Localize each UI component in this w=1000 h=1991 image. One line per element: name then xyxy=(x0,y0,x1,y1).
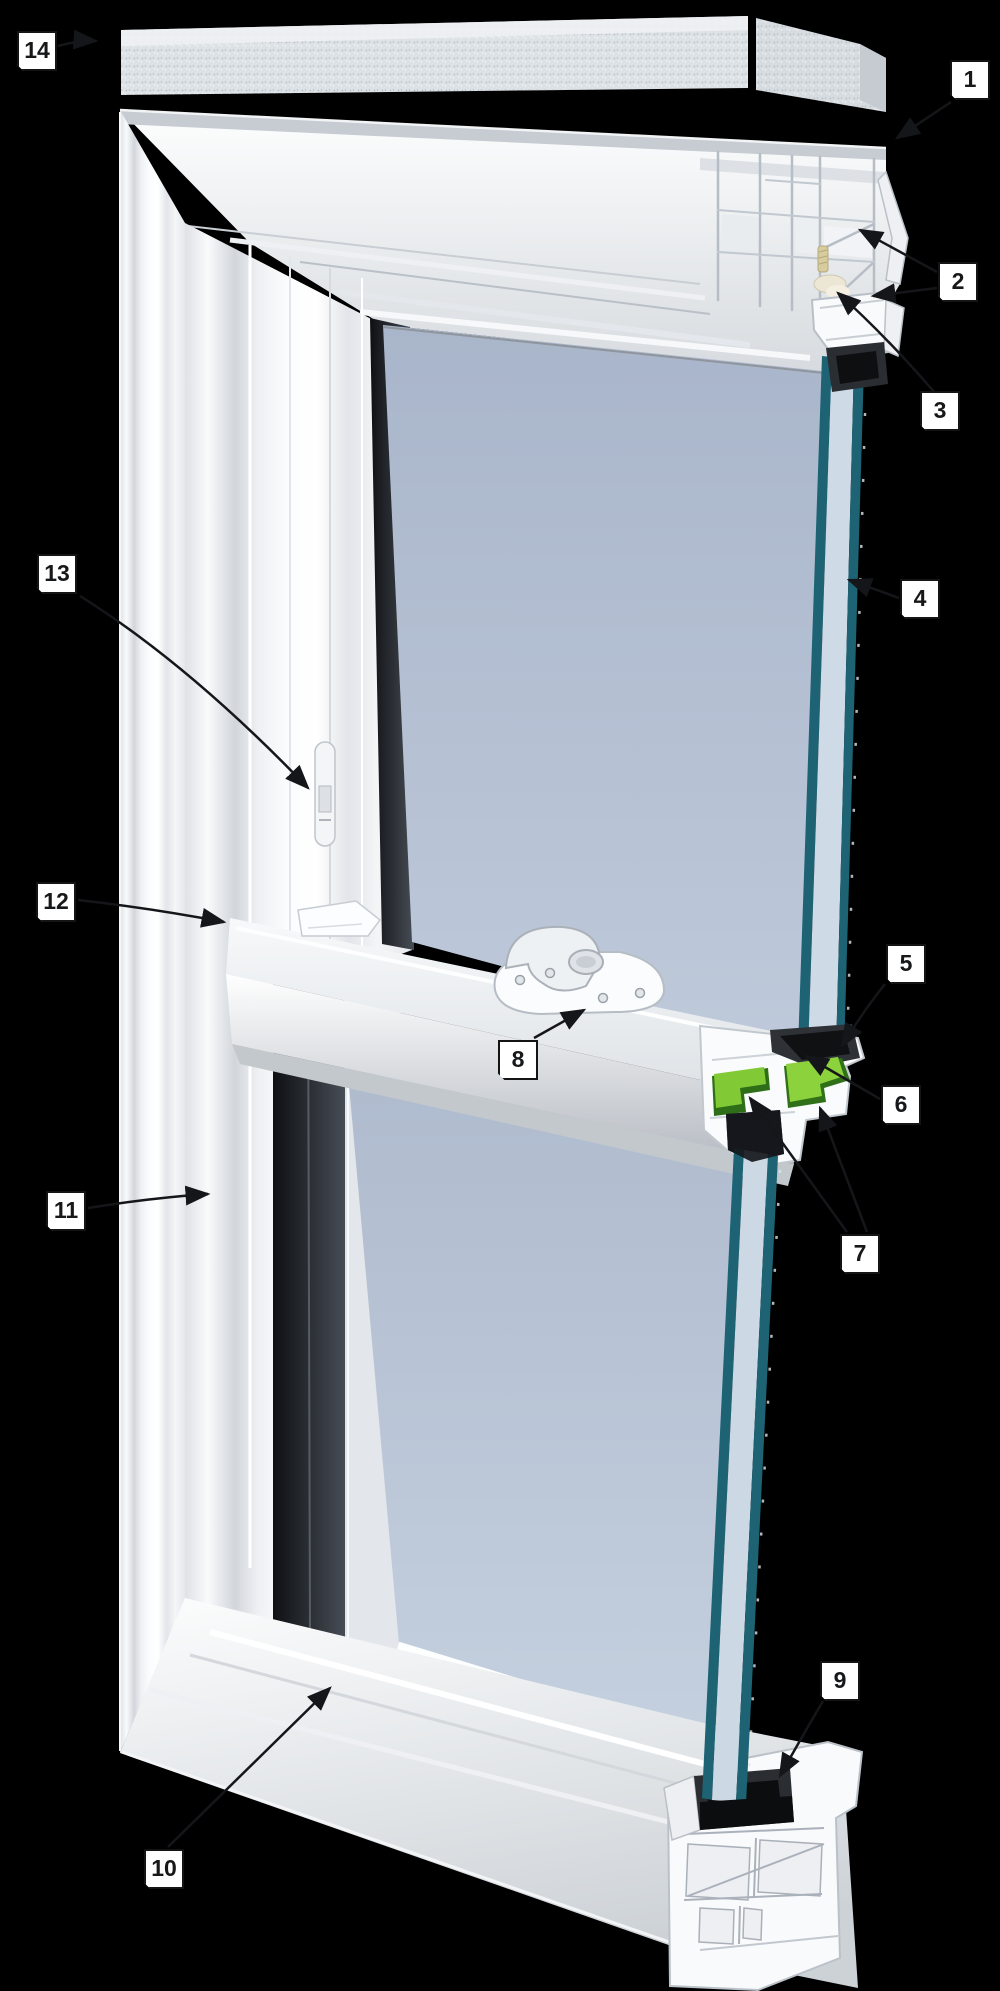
meeting-rail xyxy=(226,900,866,1186)
head-frame xyxy=(119,108,909,372)
sash-lock xyxy=(493,925,666,1016)
head-glazing-gasket xyxy=(826,298,905,392)
callout-3-arrow xyxy=(836,291,937,395)
callout-13-arrow xyxy=(79,594,310,790)
tilt-latch xyxy=(314,741,336,847)
callout-3: 3 xyxy=(920,391,960,431)
callout-leader-lines xyxy=(57,29,952,1848)
callout-5-arrow xyxy=(840,983,886,1049)
lower-sash-glass xyxy=(345,1040,742,1796)
callout-10: 10 xyxy=(144,1849,184,1889)
head-multichamber-cross-section xyxy=(700,150,909,330)
frame-left-jamb xyxy=(119,110,412,1753)
callout-13: 13 xyxy=(37,554,77,594)
sill-ridge xyxy=(209,1629,736,1775)
upper-sash-glass xyxy=(382,325,832,1048)
callout-14-arrow xyxy=(57,29,99,50)
callout-7-arrow-b xyxy=(818,1105,869,1233)
callout-11: 11 xyxy=(46,1191,86,1231)
callout-10-arrow xyxy=(167,1686,332,1848)
lower-insulated-glass-edges xyxy=(702,1148,782,1804)
callout-2: 2 xyxy=(938,262,978,302)
callout-14: 14 xyxy=(17,31,57,71)
callout-9-arrow xyxy=(778,1700,825,1779)
callout-4: 4 xyxy=(900,579,940,619)
head-screw xyxy=(817,245,829,273)
upper-insulated-glass-edges xyxy=(798,356,868,1054)
callout-2-arrow-a xyxy=(857,228,938,274)
callout-4-arrow xyxy=(846,578,900,600)
callout-6: 6 xyxy=(881,1085,921,1125)
callout-8-arrow xyxy=(533,1008,587,1040)
callout-7: 7 xyxy=(840,1234,880,1274)
callout-5: 5 xyxy=(886,944,926,984)
head-top-plate xyxy=(120,110,886,160)
callout-9: 9 xyxy=(820,1661,860,1701)
callout-12: 12 xyxy=(36,882,76,922)
sill-multichamber-cross-section xyxy=(663,1740,864,1991)
callout-1: 1 xyxy=(950,60,990,100)
callout-8: 8 xyxy=(498,1040,538,1080)
callout-1-arrow xyxy=(894,100,952,140)
callout-12-arrow xyxy=(77,898,227,928)
callout-2-arrow-b xyxy=(870,283,938,304)
callout-11-arrow xyxy=(87,1185,211,1210)
foam-insulation-strip xyxy=(121,16,886,112)
callout-7-arrow-a xyxy=(748,1095,849,1233)
callout-6-arrow xyxy=(803,1054,881,1101)
